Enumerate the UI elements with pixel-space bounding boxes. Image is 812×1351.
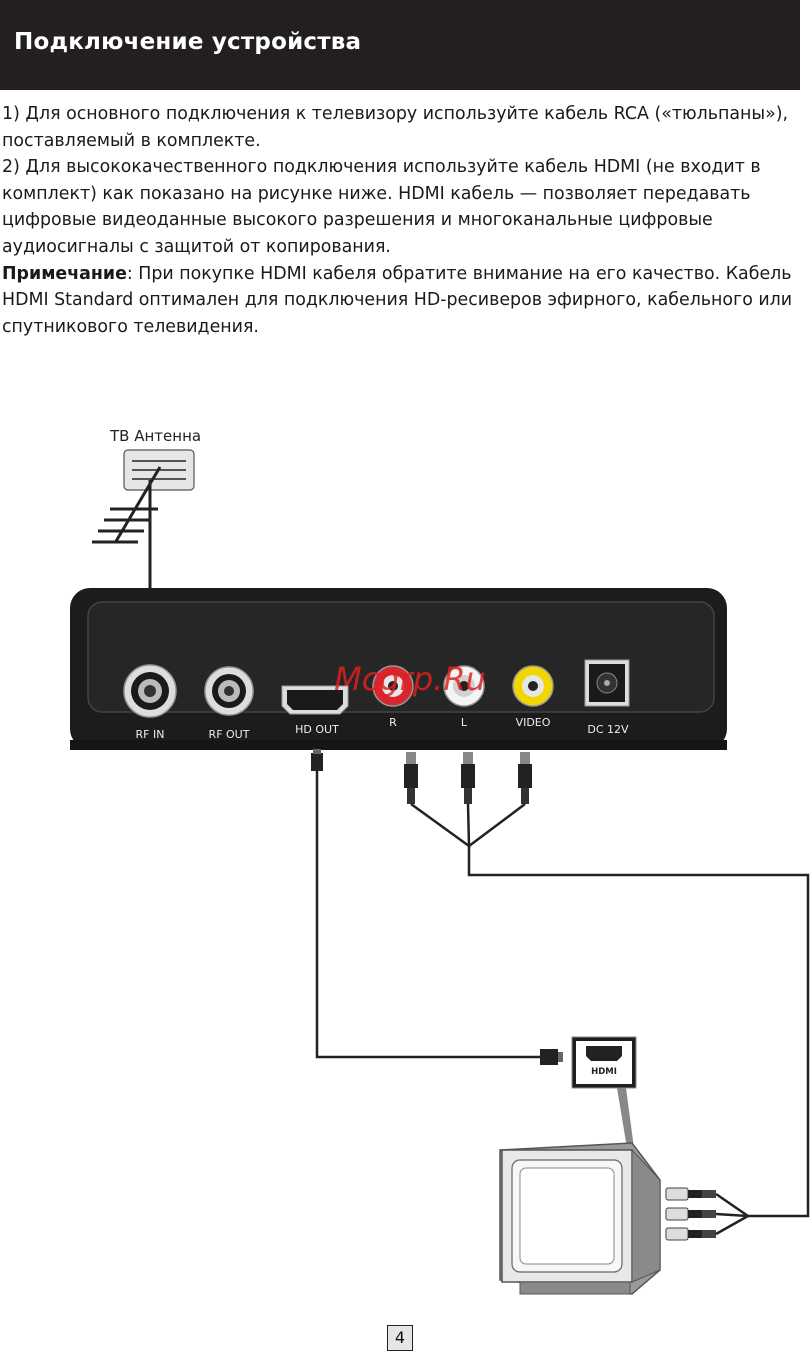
antenna-label: ТВ Антенна xyxy=(109,427,201,445)
rca-plug-r xyxy=(404,752,418,804)
note-text: : При покупке HDMI кабеля обратите внима… xyxy=(2,263,793,337)
tv-hdmi-badge: HDMI xyxy=(571,1036,637,1148)
rca-plug-l xyxy=(461,752,475,804)
paragraph-2: 2) Для высококачественного подключения и… xyxy=(2,157,761,257)
rca-cable xyxy=(404,752,810,1218)
rf-in-label: RF IN xyxy=(136,728,165,741)
antenna-icon: ТВ Антенна xyxy=(92,427,201,544)
dc-label: DC 12V xyxy=(587,723,629,736)
hd-out-port: HD OUT xyxy=(281,685,349,736)
audio-l-jack: L xyxy=(443,665,485,729)
tv-icon xyxy=(499,1142,751,1295)
video-label: VIDEO xyxy=(516,716,551,729)
rf-out-port: RF OUT xyxy=(204,666,254,741)
page-number: 4 xyxy=(387,1325,413,1351)
video-jack: VIDEO xyxy=(512,665,554,729)
page-title: Подключение устройства xyxy=(14,29,362,55)
tv-rca-inputs xyxy=(665,1187,716,1241)
receiver-rear-panel: RF IN RF OUT HD OUT R L xyxy=(70,588,727,750)
rca-plug-video xyxy=(518,752,532,804)
audio-r-jack: R xyxy=(372,665,414,729)
paragraph-1: 1) Для основного подключения к телевизор… xyxy=(2,104,789,151)
rf-in-port: RF IN xyxy=(123,664,177,741)
hdmi-cable xyxy=(311,749,563,1065)
hd-out-label: HD OUT xyxy=(295,723,339,736)
rf-out-label: RF OUT xyxy=(209,728,250,741)
r-label: R xyxy=(389,716,397,729)
tv-hdmi-label: HDMI xyxy=(591,1067,617,1077)
body-text: 1) Для основного подключения к телевизор… xyxy=(2,101,808,340)
note-paragraph: Примечание: При покупке HDMI кабеля обра… xyxy=(2,261,808,341)
l-label: L xyxy=(461,716,468,729)
note-label: Примечание xyxy=(2,263,127,284)
page-header: Подключение устройства xyxy=(0,0,800,90)
watermark-text: Mcgrp.Ru xyxy=(334,660,486,698)
dc-power-jack: DC 12V xyxy=(584,659,630,736)
